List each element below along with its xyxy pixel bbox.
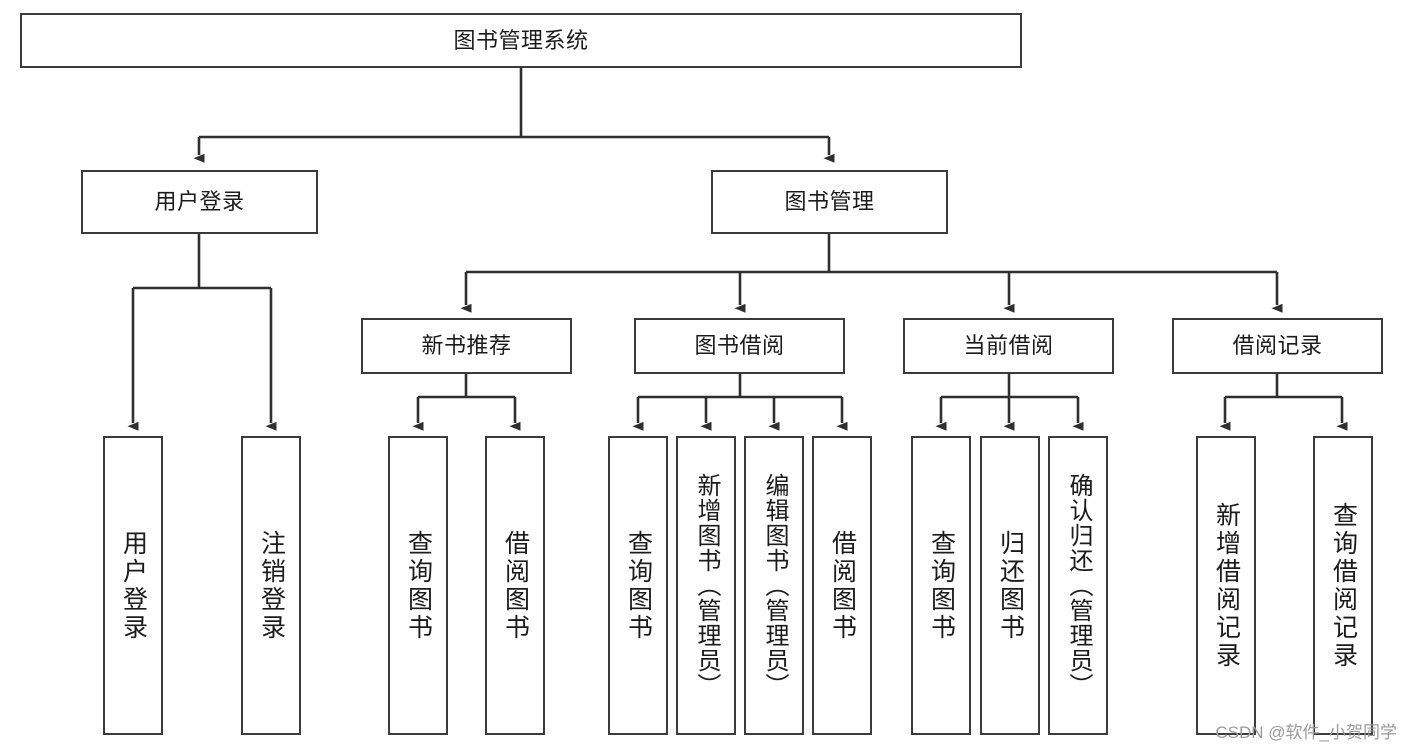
node-label: 图书管理系统: [453, 27, 589, 53]
node-label: 当前借阅: [963, 333, 1054, 359]
leaf-new-book-borrow-book[interactable]: 借阅图书: [485, 436, 545, 735]
leaf-current-borrow-return-book[interactable]: 归还图书: [980, 436, 1040, 735]
leaf-borrow-record-add-record[interactable]: 新增借阅记录: [1196, 436, 1256, 735]
node-label: 用户登录: [119, 529, 148, 642]
node-label: 注销登录: [257, 529, 286, 642]
leaf-user-login-login[interactable]: 用户登录: [103, 436, 163, 735]
node-label: 查询图书: [927, 529, 956, 642]
leaf-borrow-record-query-record[interactable]: 查询借阅记录: [1313, 436, 1373, 735]
node-book-management[interactable]: 图书管理: [711, 170, 948, 234]
node-current-borrow[interactable]: 当前借阅: [903, 318, 1114, 374]
node-label: 借阅图书: [501, 529, 530, 642]
leaf-book-borrow-query-book[interactable]: 查询图书: [608, 436, 668, 735]
node-label: 查询图书: [404, 529, 433, 642]
node-book-borrow[interactable]: 图书借阅: [634, 318, 845, 374]
node-label: 用户登录: [154, 189, 245, 215]
node-label: 借阅图书: [828, 529, 857, 642]
node-label: 查询借阅记录: [1329, 501, 1358, 670]
leaf-user-login-logout[interactable]: 注销登录: [241, 436, 301, 735]
watermark-text: CSDN @软件_小贺同学: [1215, 723, 1397, 742]
node-user-login[interactable]: 用户登录: [81, 170, 318, 234]
node-label: 图书管理: [784, 189, 875, 215]
node-borrow-record[interactable]: 借阅记录: [1172, 318, 1383, 374]
node-label: 查询图书: [624, 529, 653, 642]
node-root-book-management-system[interactable]: 图书管理系统: [20, 13, 1022, 68]
leaf-book-borrow-edit-book-admin[interactable]: 编辑图书（管理员）: [744, 436, 804, 735]
leaf-current-borrow-query-book[interactable]: 查询图书: [911, 436, 971, 735]
node-label: 新增借阅记录: [1212, 501, 1241, 670]
leaf-book-borrow-add-book-admin[interactable]: 新增图书（管理员）: [676, 436, 736, 735]
node-label: 图书借阅: [694, 333, 785, 359]
node-label: 编辑图书（管理员）: [761, 473, 788, 698]
node-new-book-recommend[interactable]: 新书推荐: [361, 318, 572, 374]
node-label: 归还图书: [996, 529, 1025, 642]
leaf-book-borrow-borrow-book[interactable]: 借阅图书: [812, 436, 872, 735]
node-label: 新增图书（管理员）: [693, 473, 720, 698]
leaf-new-book-query-book[interactable]: 查询图书: [388, 436, 448, 735]
node-label: 新书推荐: [421, 333, 512, 359]
node-label: 借阅记录: [1232, 333, 1323, 359]
leaf-current-borrow-confirm-return-admin[interactable]: 确认归还（管理员）: [1048, 436, 1108, 735]
node-label: 确认归还（管理员）: [1065, 473, 1092, 698]
